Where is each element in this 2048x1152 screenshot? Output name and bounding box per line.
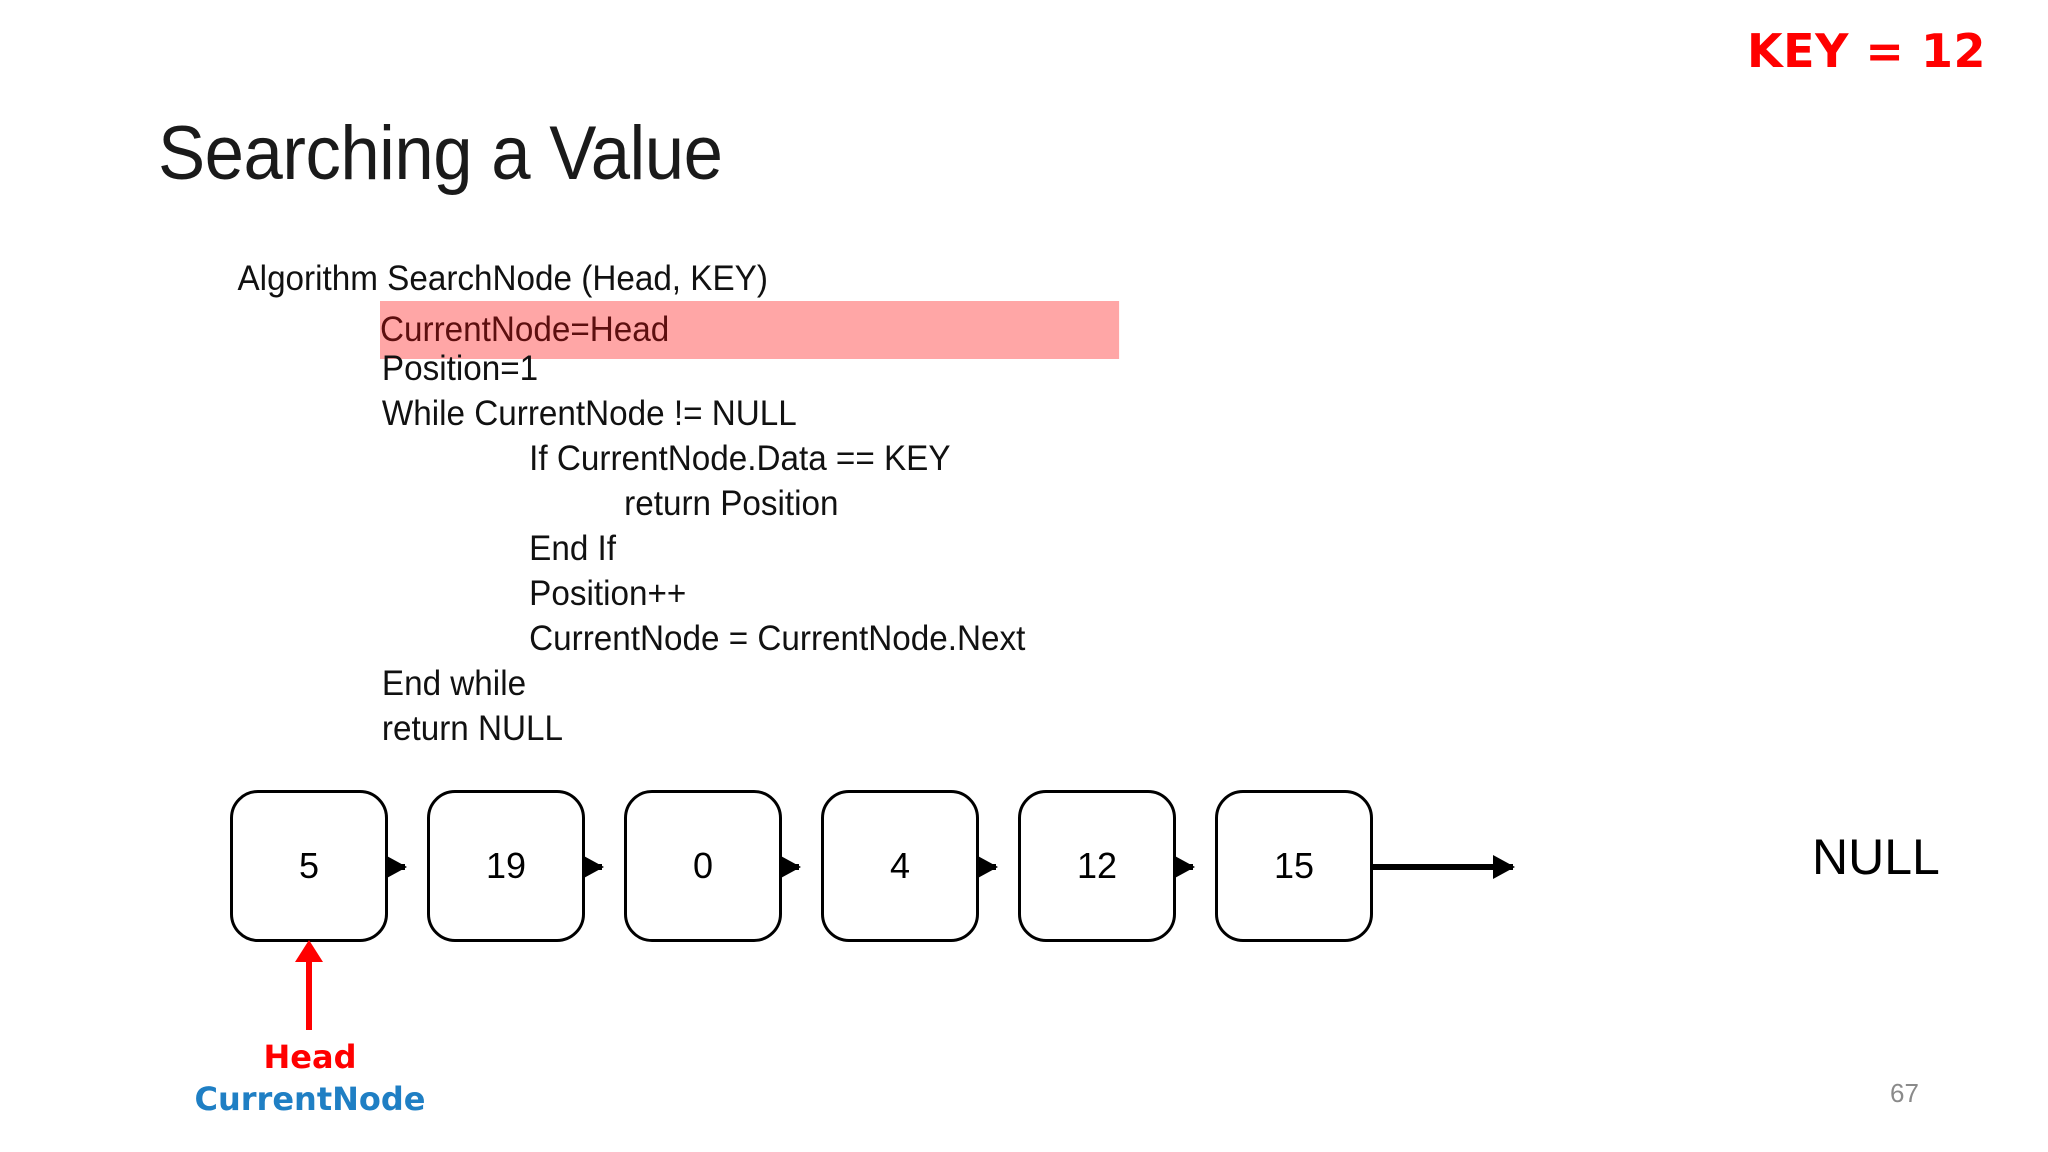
code-line-text: Position=1	[381, 349, 539, 388]
node-link-arrow-icon	[1173, 855, 1195, 879]
page-title: Searching a Value	[158, 111, 723, 196]
code-line-text: If CurrentNode.Data == KEY	[529, 439, 951, 478]
code-line: return NULL	[0, 706, 1946, 751]
code-line-text: While CurrentNode != NULL	[381, 394, 797, 433]
code-line-text: End while	[381, 664, 527, 703]
node-link-arrow-icon	[779, 855, 801, 879]
code-line: CurrentNode = CurrentNode.Next	[0, 616, 1946, 661]
node-link-arrow-icon	[976, 855, 998, 879]
code-line-text: CurrentNode=Head	[380, 301, 1120, 359]
linked-list-node	[1018, 790, 1176, 942]
linked-list-node-value: 15	[1273, 845, 1315, 886]
linked-list-node-value: 0	[692, 845, 714, 886]
code-line: Position=1	[0, 346, 1946, 391]
linked-list-node	[821, 790, 979, 942]
head-pointer-arrow-icon	[295, 940, 323, 1030]
linked-list-node	[230, 790, 388, 942]
linked-list-node-value: 19	[485, 845, 527, 886]
linked-list-node-value: 4	[889, 845, 911, 886]
code-line-text: Algorithm SearchNode (Head, KEY)	[237, 259, 768, 298]
linked-list-node-value: 12	[1076, 845, 1118, 886]
code-line-text: CurrentNode = CurrentNode.Next	[529, 619, 1026, 658]
key-value-label: KEY = 12	[1747, 24, 1986, 78]
linked-list-node	[427, 790, 585, 942]
null-link-arrow-icon	[1373, 855, 1515, 879]
currentnode-pointer-label: CurrentNode	[194, 1080, 426, 1118]
code-line: End while	[0, 661, 1946, 706]
algorithm-pseudocode-block: Algorithm SearchNode (Head, KEY)CurrentN…	[0, 256, 2048, 751]
code-line-text: return Position	[624, 484, 839, 523]
node-link-arrow-icon	[385, 855, 407, 879]
code-line: End If	[0, 526, 1946, 571]
head-pointer-label: Head	[263, 1038, 357, 1076]
code-line: return Position	[0, 481, 1946, 526]
null-terminator-label: NULL	[1812, 829, 1940, 885]
slide-number: 67	[1890, 1078, 1919, 1108]
linked-list-node	[1215, 790, 1373, 942]
node-link-arrow-icon	[582, 855, 604, 879]
linked-list-node	[624, 790, 782, 942]
code-line-text: Position++	[529, 574, 687, 613]
linked-list-node-value: 5	[298, 845, 320, 886]
code-line: Position++	[0, 571, 1946, 616]
code-line: Algorithm SearchNode (Head, KEY)	[0, 256, 1946, 301]
code-line-highlighted: CurrentNode=Head	[0, 301, 1946, 359]
code-line: While CurrentNode != NULL	[0, 391, 1946, 436]
code-line-text: return NULL	[381, 709, 564, 748]
code-line: If CurrentNode.Data == KEY	[0, 436, 1946, 481]
code-line-text: End If	[529, 529, 617, 568]
